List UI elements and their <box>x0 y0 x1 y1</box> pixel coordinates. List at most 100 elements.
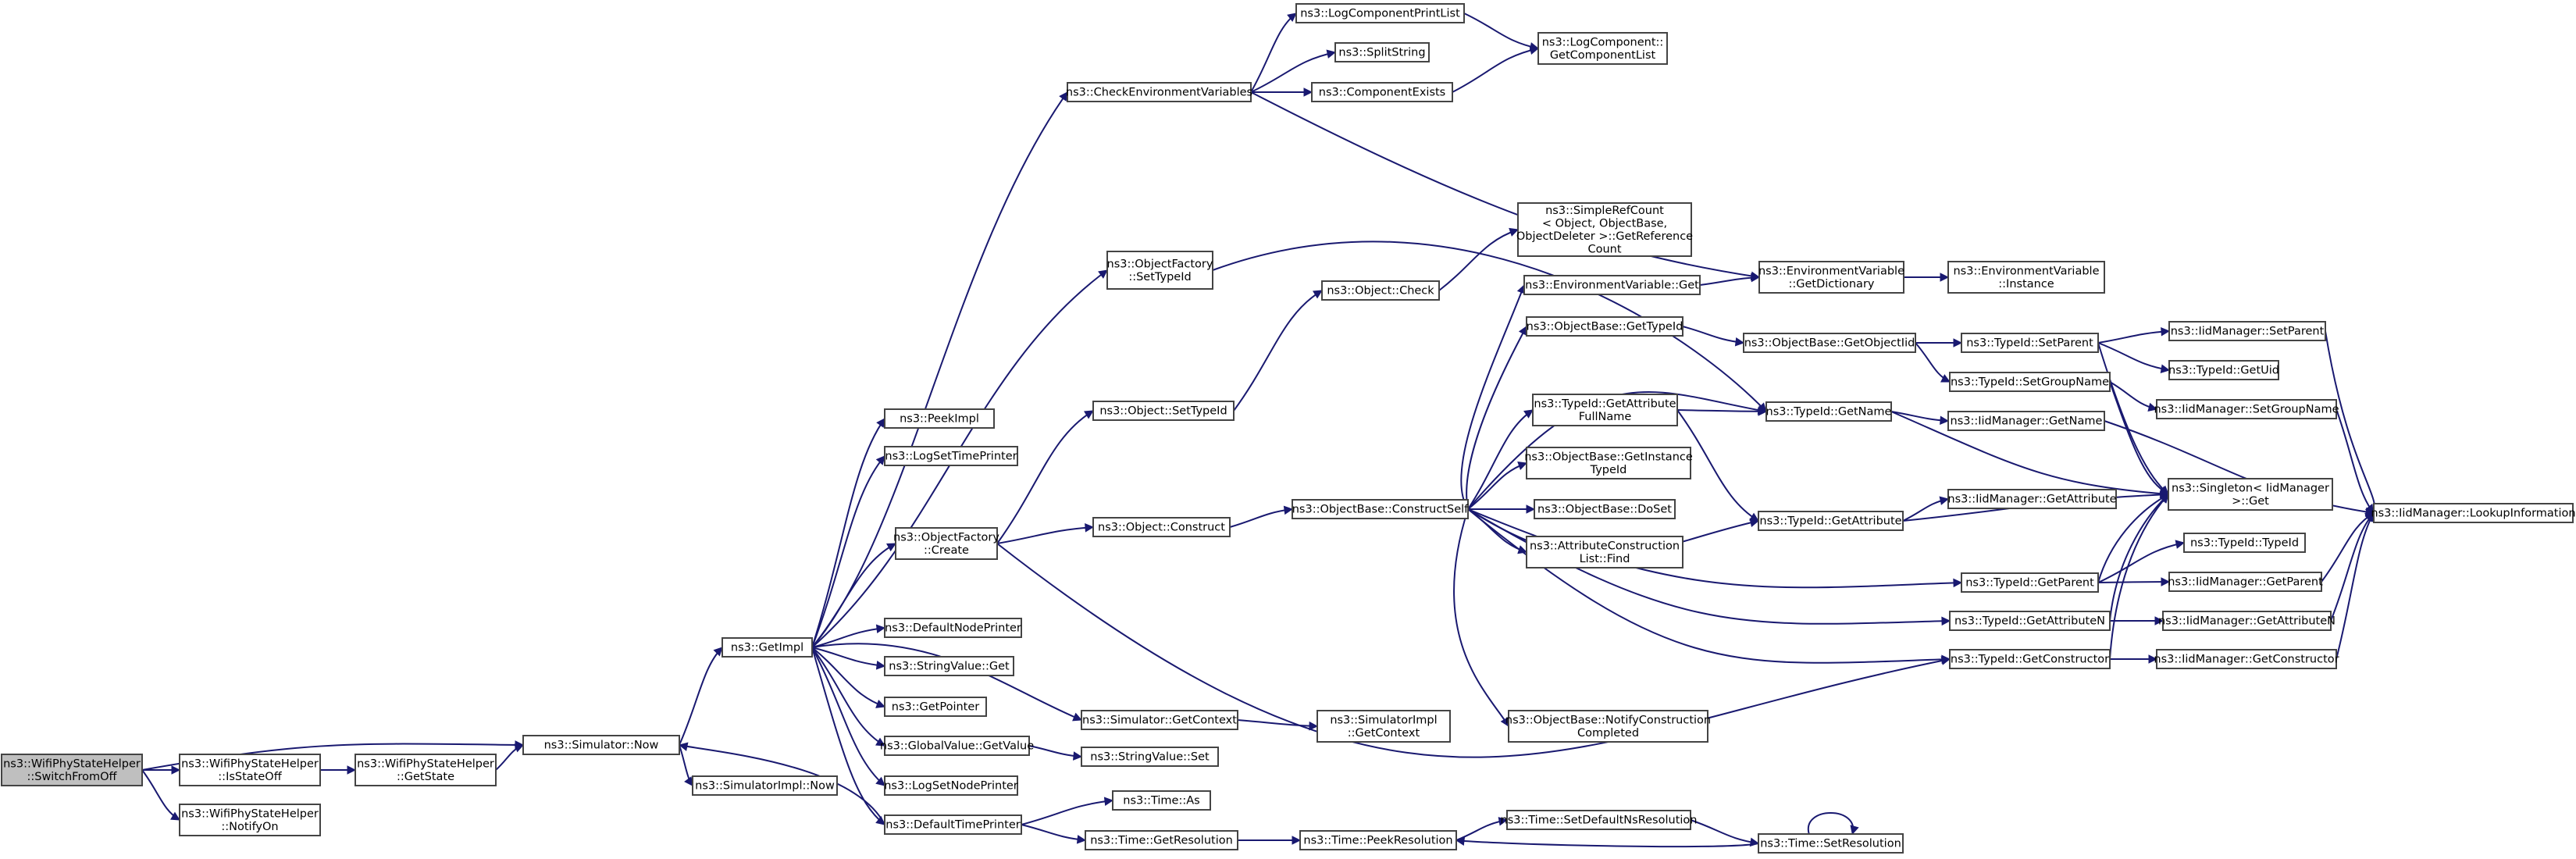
node-simnow[interactable]: ns3::Simulator::Now <box>522 735 680 755</box>
node-obgetobjectiid[interactable]: ns3::ObjectBase::GetObjectIid <box>1743 333 1916 353</box>
edge-arrowhead <box>678 742 689 751</box>
node-label-line: ns3::PeekImpl <box>900 413 979 426</box>
node-iidlookup[interactable]: ns3::IidManager::LookupInformation <box>2371 503 2576 523</box>
node-objsettypeid[interactable]: ns3::Object::SetTypeId <box>1092 401 1235 421</box>
node-simgetcontext[interactable]: ns3::Simulator::GetContext <box>1081 710 1238 730</box>
node-label-line: ::SwitchFromOff <box>27 771 117 783</box>
node-typeidgetparent[interactable]: ns3::TypeId::GetParent <box>1961 572 2099 593</box>
edge-arrowhead <box>1940 415 1950 426</box>
edge-line <box>1676 409 1759 522</box>
edge-line <box>1690 819 1759 844</box>
node-getpointer[interactable]: ns3::GetPointer <box>884 697 987 717</box>
node-box <box>1758 833 1904 854</box>
node-timesetdefault[interactable]: ns3::Time::SetDefaultNsResolution <box>1501 810 1698 830</box>
node-timegetres[interactable]: ns3::Time::GetResolution <box>1085 830 1238 850</box>
node-label-line: ns3::IidManager::GetName <box>1951 415 2103 428</box>
edge-objsettypeid-to-objcheck <box>1233 290 1323 412</box>
node-timesetres[interactable]: ns3::Time::SetResolution <box>1758 833 1904 854</box>
edge-typeidsetparent-to-typeidgetuid <box>2097 342 2171 373</box>
edge-arrowhead <box>875 737 885 747</box>
node-isstateoff[interactable]: ns3::WifiPhyStateHelper::IsStateOff <box>179 754 321 786</box>
node-box <box>1961 333 2099 353</box>
node-typeidgetuid[interactable]: ns3::TypeId::GetUid <box>2168 360 2279 380</box>
node-singletonget[interactable]: ns3::Singleton< IidManager>::Get <box>2168 478 2333 511</box>
node-typeidtypeid[interactable]: ns3::TypeId::TypeId <box>2183 533 2306 553</box>
node-defaulttimeprinter[interactable]: ns3::DefaultTimePrinter <box>884 814 1022 835</box>
node-iidgetconstructor[interactable]: ns3::IidManager::GetConstructor <box>2154 649 2339 669</box>
node-typeidsetgroupname[interactable]: ns3::TypeId::SetGroupName <box>1949 372 2111 392</box>
node-obdoset[interactable]: ns3::ObjectBase::DoSet <box>1534 499 1676 519</box>
node-label-line: ns3::Simulator::Now <box>544 740 659 752</box>
node-simimplgetcontext[interactable]: ns3::SimulatorImpl::GetContext <box>1317 710 1451 743</box>
node-box <box>1508 710 1708 743</box>
node-label-line: ns3::Simulator::GetContext <box>1082 715 1237 727</box>
node-globalvalueget[interactable]: ns3::GlobalValue::GetValue <box>880 736 1034 756</box>
node-envinstance[interactable]: ns3::EnvironmentVariable::Instance <box>1947 261 2105 294</box>
node-obnotifyconst[interactable]: ns3::ObjectBase::NotifyConstructionCompl… <box>1505 710 1711 743</box>
node-iidgetattributen[interactable]: ns3::IidManager::GetAttributeN <box>2158 611 2336 631</box>
node-envgetdict[interactable]: ns3::EnvironmentVariable::GetDictionary <box>1758 261 1904 294</box>
node-typeidsetparent[interactable]: ns3::TypeId::SetParent <box>1961 333 2099 353</box>
nodes-layer: ns3::WifiPhyStateHelper::SwitchFromOffns… <box>1 3 2576 854</box>
edge-typeidgetattributen-to-iidgetattributen <box>2110 616 2164 626</box>
edge-constructself-to-typeidgetattrfullname <box>1467 409 1534 510</box>
node-getstate[interactable]: ns3::WifiPhyStateHelper::GetState <box>355 754 497 786</box>
node-obgettypeid[interactable]: ns3::ObjectBase::GetTypeId <box>1526 316 1683 337</box>
node-componentexists[interactable]: ns3::ComponentExists <box>1311 82 1453 102</box>
node-box <box>2168 360 2279 380</box>
edge-checkenv-to-componentexists <box>1251 87 1313 97</box>
node-timepeekres[interactable]: ns3::Time::PeekResolution <box>1299 830 1457 850</box>
node-iidsetgroupname[interactable]: ns3::IidManager::SetGroupName <box>2154 399 2339 419</box>
node-box <box>2168 572 2322 592</box>
node-constructself[interactable]: ns3::ObjectBase::ConstructSelf <box>1292 499 1469 519</box>
node-peekimpl[interactable]: ns3::PeekImpl <box>884 408 995 429</box>
node-label-line: ns3::GetImpl <box>731 642 803 654</box>
node-iidgetname[interactable]: ns3::IidManager::GetName <box>1947 411 2105 431</box>
edge-arrowhead <box>1313 290 1323 299</box>
node-iidsetparent[interactable]: ns3::IidManager::SetParent <box>2168 321 2326 341</box>
edge-getimpl-to-checkenv <box>811 91 1068 648</box>
node-typeidgetname[interactable]: ns3::TypeId::GetName <box>1765 401 1892 422</box>
node-logsetnodeprinter[interactable]: ns3::LogSetNodePrinter <box>884 775 1018 796</box>
node-checkenv[interactable]: ns3::CheckEnvironmentVariables <box>1066 82 1252 102</box>
node-ofsettypeid[interactable]: ns3::ObjectFactory::SetTypeId <box>1106 251 1213 290</box>
node-label-line: ns3::Singleton< IidManager <box>2172 482 2329 494</box>
node-envget[interactable]: ns3::EnvironmentVariable::Get <box>1523 275 1701 295</box>
node-objcheck[interactable]: ns3::Object::Check <box>1321 280 1440 301</box>
node-getcomplist[interactable]: ns3::LogComponent::GetComponentList <box>1537 32 1668 65</box>
edge-arrowhead <box>514 743 525 753</box>
node-objconstruct[interactable]: ns3::Object::Construct <box>1092 517 1231 537</box>
node-simimplnow[interactable]: ns3::SimulatorImpl::Now <box>692 775 838 796</box>
node-notifyon[interactable]: ns3::WifiPhyStateHelper::NotifyOn <box>179 804 321 836</box>
node-iidgetparent[interactable]: ns3::IidManager::GetParent <box>2168 572 2323 592</box>
node-label-line: ::GetState <box>397 771 454 783</box>
edge-typeidsetparent-to-iidsetparent <box>2097 326 2171 344</box>
node-defaultnodeprinter[interactable]: ns3::DefaultNodePrinter <box>884 618 1022 638</box>
edge-arrowhead <box>876 418 885 428</box>
node-timeas[interactable]: ns3::Time::As <box>1112 790 1211 811</box>
node-box <box>884 736 1030 756</box>
node-box <box>1947 489 2117 509</box>
edge-arrowhead <box>875 455 885 465</box>
node-logcompprintlist[interactable]: ns3::LogComponentPrintList <box>1295 3 1465 23</box>
node-getimpl[interactable]: ns3::GetImpl <box>721 637 813 658</box>
edge-line <box>1229 508 1293 528</box>
edge-componentexists-to-getcomplist <box>1452 45 1540 93</box>
node-splitstring[interactable]: ns3::SplitString <box>1334 42 1430 62</box>
edge-arrowhead <box>2159 486 2169 495</box>
node-ofcreate[interactable]: ns3::ObjectFactory::Create <box>893 527 999 560</box>
node-iidgetattribute[interactable]: ns3::IidManager::GetAttribute <box>1947 489 2117 509</box>
node-stringvalueget[interactable]: ns3::StringValue::Get <box>884 656 1014 676</box>
node-typeidgetconstructor[interactable]: ns3::TypeId::GetConstructor <box>1949 649 2111 669</box>
node-label-line: ns3::LogComponent:: <box>1542 36 1664 48</box>
node-simplerefcount[interactable]: ns3::SimpleRefCount< Object, ObjectBase,… <box>1516 202 1693 257</box>
node-typeidgetattribute[interactable]: ns3::TypeId::GetAttribute <box>1758 511 1904 531</box>
edge-arrowhead <box>1939 496 1950 505</box>
node-logsettimeprinter[interactable]: ns3::LogSetTimePrinter <box>884 446 1018 466</box>
node-typeidgetattributen[interactable]: ns3::TypeId::GetAttributeN <box>1949 611 2111 631</box>
node-switchfromoff[interactable]: ns3::WifiPhyStateHelper::SwitchFromOff <box>1 754 143 786</box>
node-stringvalueset[interactable]: ns3::StringValue::Set <box>1081 747 1219 767</box>
